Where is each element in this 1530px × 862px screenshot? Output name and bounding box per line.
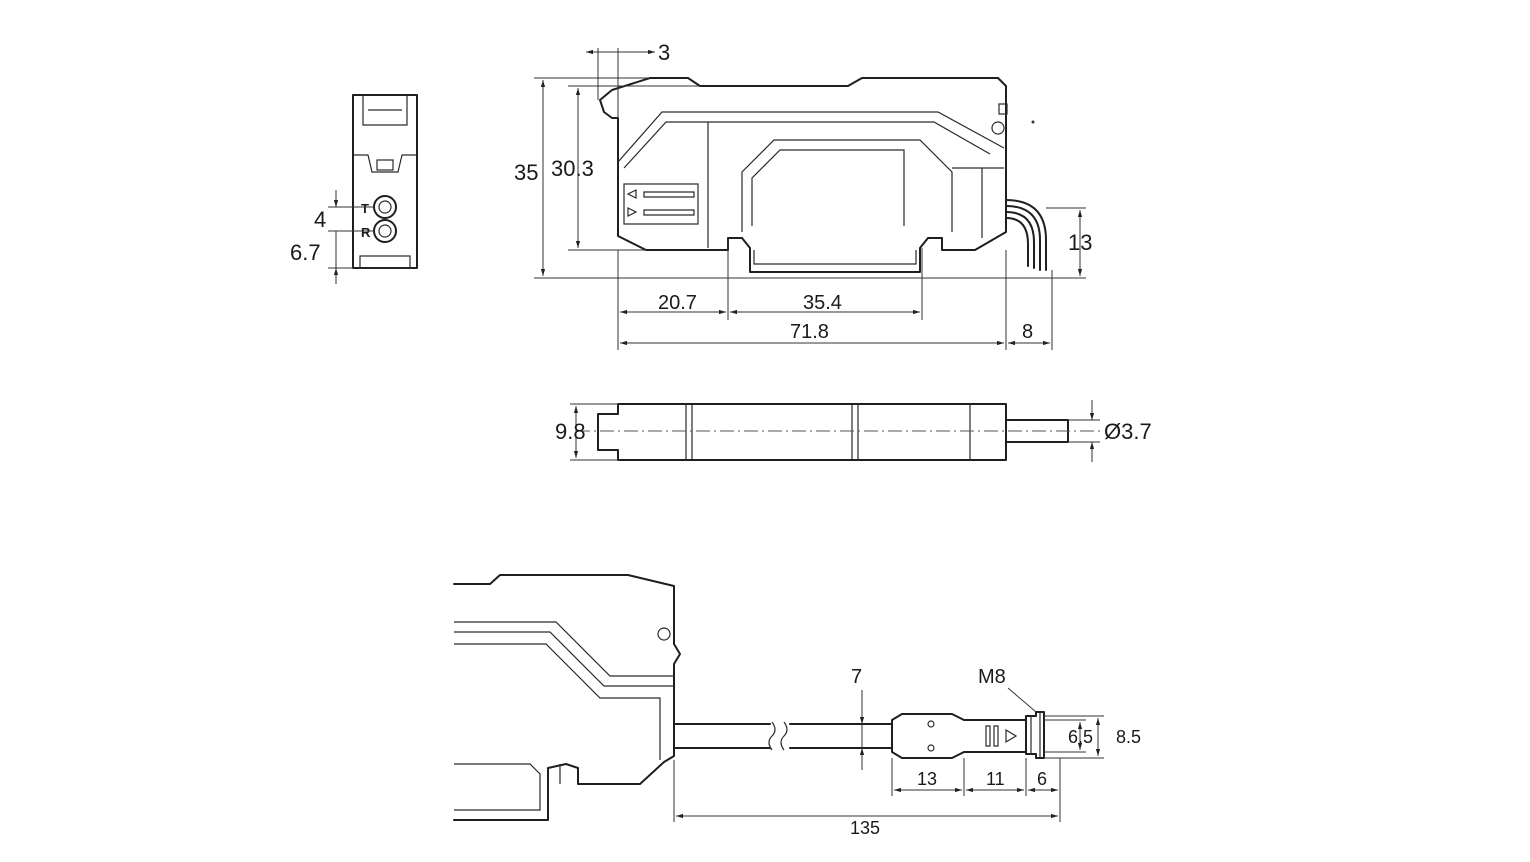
dim-cable-height: 13 [1068,230,1092,255]
end-view-port-t-inner [378,200,392,214]
dim-width: 9.8 [555,419,586,444]
dim-height-total: 35 [514,160,538,185]
connector-view-dot-top [927,720,935,728]
port-t-label: T [361,201,369,216]
connector-view-screw [657,627,671,641]
connector-view-shell [454,621,674,760]
m8-leader [1007,687,1037,713]
dim-cable-exit: 8 [1022,321,1033,343]
connector-view-marks [985,725,1018,747]
dim-cable-diameter: Ø3.7 [1104,419,1152,444]
end-view: T R 4 6.7 [290,94,418,284]
dim-rail-width: 35.4 [803,292,842,314]
end-view-window [376,159,394,171]
connector-view-dot-bottom [927,744,935,752]
end-view-dim-lines [328,190,374,284]
side-view-cable [1005,199,1047,271]
connector-view-break [768,721,788,751]
dim-conn-outer-dia: 8.5 [1116,727,1141,747]
end-view-foot [359,255,411,269]
side-view-window [741,139,953,232]
dim-height-body: 30.3 [551,156,594,181]
end-view-latch [362,95,408,126]
connector-view-inner [454,763,561,811]
end-view-body [352,94,418,269]
dim-conn-body: 13 [917,769,937,789]
top-view-body [597,403,1007,461]
side-view-shell-line [617,111,1005,169]
side-view: 3 35 30.3 13 20.7 35.4 71.8 8 [514,40,1092,350]
thread-label: M8 [978,666,1006,688]
side-view-release [998,103,1008,115]
dim-conn-inner-dia: 6.5 [1068,727,1093,747]
dim-port-pitch: 4 [314,207,326,232]
top-view: 9.8 Ø3.7 [555,400,1152,462]
end-view-port-r [373,219,397,243]
dim-length: 71.8 [790,321,829,343]
dim-conn-mid: 11 [986,769,1005,789]
end-view-groove [353,154,417,173]
end-view-port-t [373,195,397,219]
connector-view-nut [1025,711,1045,759]
side-view-body [599,77,1007,273]
side-view-label-plate [623,183,699,225]
side-view-rail-inner [753,250,917,265]
connector-view: 7 M8 13 11 6 6.5 8.5 135 [453,574,1141,838]
side-view-divider [707,122,1004,248]
dim-cable-length: 135 [850,818,880,838]
dim-front-offset: 20.7 [658,292,697,314]
side-view-ext-lines [534,48,1086,350]
port-r-label: R [361,225,371,240]
side-view-screw [991,121,1005,135]
side-view-dot [1031,120,1035,124]
end-view-port-r-inner [378,224,392,238]
dim-latch: 3 [658,40,670,65]
top-view-ext-lines [570,403,1100,461]
dim-cable-dia: 7 [851,666,862,688]
dim-conn-end: 6 [1037,769,1047,789]
dim-bottom-offset: 6.7 [290,240,321,265]
connector-view-nut-lines [1030,712,1041,758]
connector-view-cable [673,723,893,749]
top-view-seams [685,404,971,460]
side-view-label-arrows [626,189,695,217]
